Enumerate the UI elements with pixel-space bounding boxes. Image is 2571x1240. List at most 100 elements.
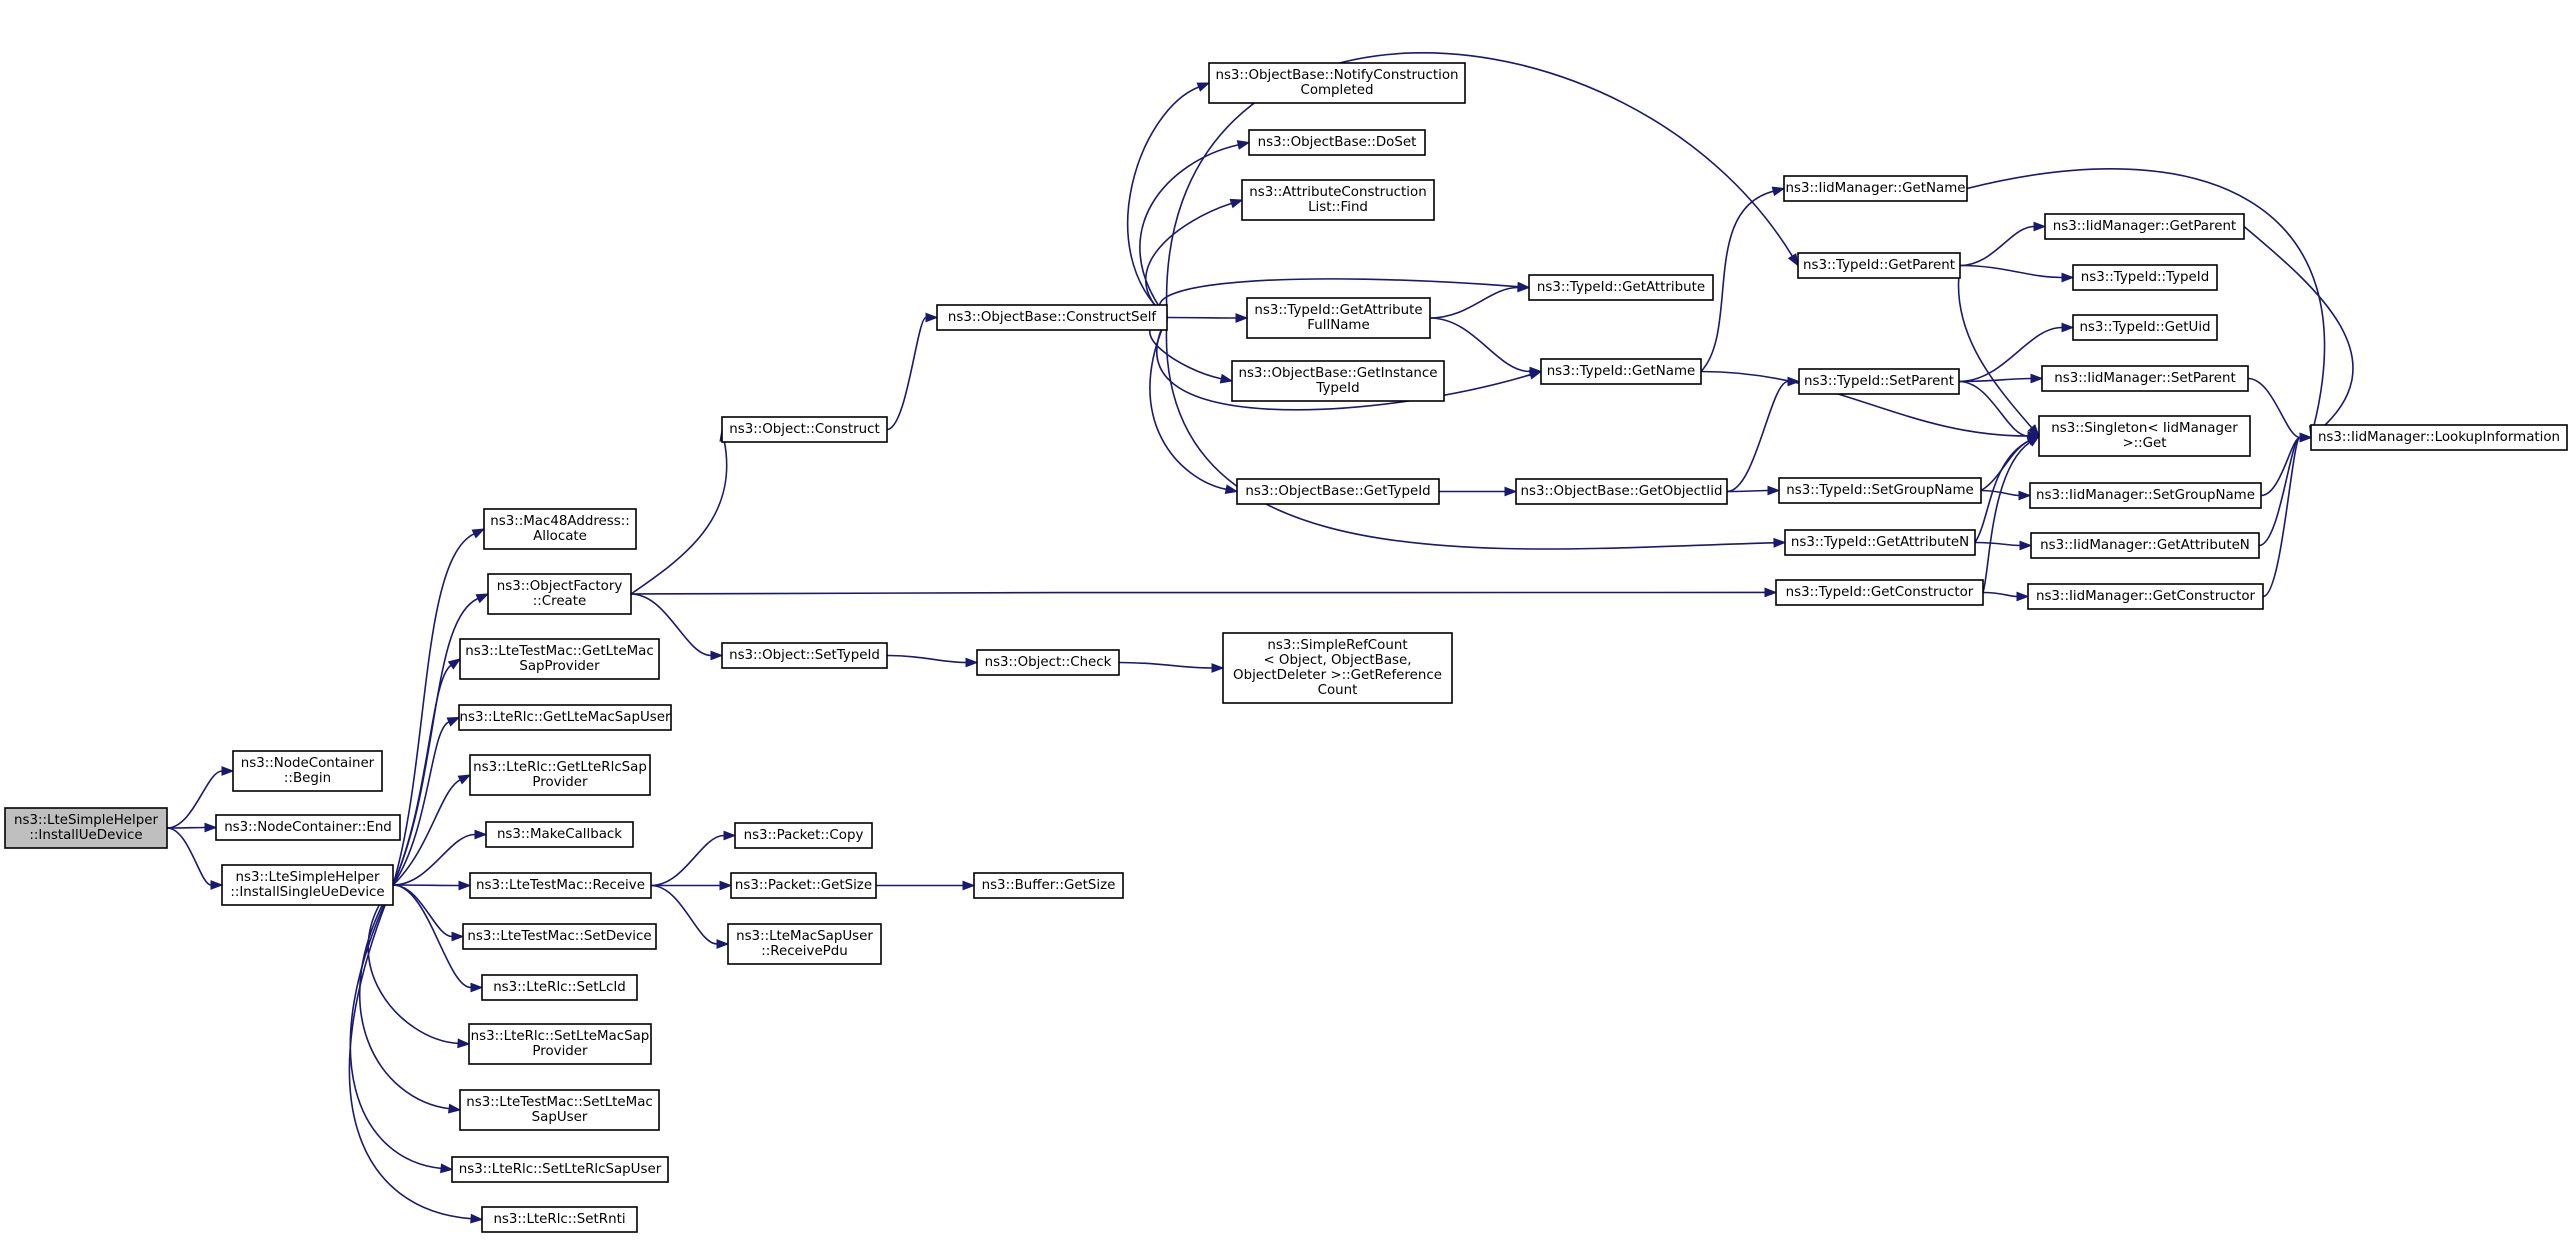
node-tid_getattribute[interactable]: ns3::TypeId::GetAttribute [1528,274,1714,301]
node-ob_getobjectiid[interactable]: ns3::ObjectBase::GetObjectIid [1515,478,1728,505]
node-simplerefcount[interactable]: ns3::SimpleRefCount< Object, ObjectBase,… [1222,632,1453,704]
node-box[interactable] [721,416,888,443]
node-box[interactable] [2310,424,2568,451]
node-iid_setparent[interactable]: ns3::IidManager::SetParent [2041,365,2249,392]
node-box[interactable] [221,864,394,906]
node-box[interactable] [976,649,1120,676]
node-box[interactable] [215,814,401,841]
node-box[interactable] [462,923,657,950]
node-box[interactable] [2072,314,2218,341]
node-box[interactable] [2044,213,2245,240]
node-tid_getparent[interactable]: ns3::TypeId::GetParent [1797,252,1961,279]
node-label: ns3::ObjectBase::NotifyConstruction [1215,68,1458,83]
node-box[interactable] [2038,415,2251,457]
node-box[interactable] [459,638,660,680]
node-tid_getname[interactable]: ns3::TypeId::GetName [1540,358,1702,385]
node-iid_setgroupname[interactable]: ns3::IidManager::SetGroupName [2029,482,2262,509]
node-box[interactable] [2029,482,2262,509]
node-obj_settypeid[interactable]: ns3::Object::SetTypeId [721,642,888,669]
node-notifyconstruction[interactable]: ns3::ObjectBase::NotifyConstructionCompl… [1208,62,1466,104]
node-box[interactable] [483,508,637,550]
node-tid_getattributen[interactable]: ns3::TypeId::GetAttributeN [1784,529,1976,556]
node-iid_getname[interactable]: ns3::IidManager::GetName [1783,175,1968,202]
node-box[interactable] [451,1156,669,1183]
node-box[interactable] [1775,579,1984,606]
node-obj_construct[interactable]: ns3::Object::Construct [721,416,888,443]
node-box[interactable] [1528,274,1714,301]
node-doset[interactable]: ns3::ObjectBase::DoSet [1248,129,1426,156]
node-buf_getsize[interactable]: ns3::Buffer::GetSize [973,872,1124,899]
node-tid_typeid[interactable]: ns3::TypeId::TypeId [2072,264,2218,291]
node-box[interactable] [2041,365,2249,392]
node-tid_getconstructor[interactable]: ns3::TypeId::GetConstructor [1775,579,1984,606]
node-setrnti[interactable]: ns3::LteRlc::SetRnti [481,1206,638,1233]
node-box[interactable] [734,822,873,849]
node-box[interactable] [2072,264,2218,291]
node-of_create[interactable]: ns3::ObjectFactory::Create [487,573,632,615]
node-box[interactable] [1540,358,1702,385]
node-receivepdu[interactable]: ns3::LteMacSapUser::ReceivePdu [727,923,882,965]
node-makecallback[interactable]: ns3::MakeCallback [485,821,634,848]
node-pkt_getsize[interactable]: ns3::Packet::GetSize [730,872,877,899]
node-getltemacsapuser[interactable]: ns3::LteRlc::GetLteMacSapUser [458,704,672,731]
node-setlterlcsapuser[interactable]: ns3::LteRlc::SetLteRlcSapUser [451,1156,669,1183]
node-box[interactable] [1515,478,1728,505]
node-box[interactable] [936,304,1168,331]
node-pkt_copy[interactable]: ns3::Packet::Copy [734,822,873,849]
node-iid_getattributen[interactable]: ns3::IidManager::GetAttributeN [2030,532,2260,559]
node-nc_end[interactable]: ns3::NodeContainer::End [215,814,401,841]
node-box[interactable] [1231,360,1445,402]
node-nc_begin[interactable]: ns3::NodeContainer::Begin [232,750,383,792]
node-box[interactable] [2027,583,2264,610]
node-box[interactable] [1208,62,1466,104]
node-box[interactable] [1246,297,1431,339]
node-box[interactable] [1236,478,1440,505]
node-box[interactable] [1797,252,1961,279]
node-setlcid[interactable]: ns3::LteRlc::SetLcId [481,974,638,1001]
node-box[interactable] [469,754,651,796]
node-installsingle[interactable]: ns3::LteSimpleHelper::InstallSingleUeDev… [221,864,394,906]
node-box[interactable] [721,642,888,669]
node-box[interactable] [459,1089,660,1131]
node-setdevice[interactable]: ns3::LteTestMac::SetDevice [462,923,657,950]
node-box[interactable] [1778,477,1982,504]
node-tid_getuid[interactable]: ns3::TypeId::GetUid [2072,314,2218,341]
node-box[interactable] [485,821,634,848]
node-box[interactable] [458,704,672,731]
node-box[interactable] [2030,532,2260,559]
node-tid_setparent[interactable]: ns3::TypeId::SetParent [1798,368,1960,395]
node-singleton_get[interactable]: ns3::Singleton< IidManager >::Get [2038,415,2251,457]
node-mac48[interactable]: ns3::Mac48Address::Allocate [483,508,637,550]
node-box[interactable] [481,1206,638,1233]
node-receive[interactable]: ns3::LteTestMac::Receive [469,872,652,899]
node-ob_gettypeid[interactable]: ns3::ObjectBase::GetTypeId [1236,478,1440,505]
node-iid_lookupinfo[interactable]: ns3::IidManager::LookupInformation [2310,424,2568,451]
node-box[interactable] [727,923,882,965]
node-constructself[interactable]: ns3::ObjectBase::ConstructSelf [936,304,1168,331]
node-box[interactable] [468,1023,652,1065]
node-box[interactable] [1798,368,1960,395]
node-box[interactable] [1248,129,1426,156]
node-iid_getconstructor[interactable]: ns3::IidManager::GetConstructor [2027,583,2264,610]
node-box[interactable] [469,872,652,899]
node-box[interactable] [973,872,1124,899]
node-box[interactable] [481,974,638,1001]
node-box[interactable] [730,872,877,899]
node-box[interactable] [1241,179,1435,221]
node-box[interactable] [1783,175,1968,202]
node-box[interactable] [1784,529,1976,556]
node-box[interactable] [232,750,383,792]
node-iid_getparent[interactable]: ns3::IidManager::GetParent [2044,213,2245,240]
edge-receive-to-receivepdu [650,884,730,949]
node-obj_check[interactable]: ns3::Object::Check [976,649,1120,676]
node-tid_setgroupname[interactable]: ns3::TypeId::SetGroupName [1778,477,1982,504]
node-box[interactable] [487,573,632,615]
node-box[interactable] [1222,632,1453,704]
